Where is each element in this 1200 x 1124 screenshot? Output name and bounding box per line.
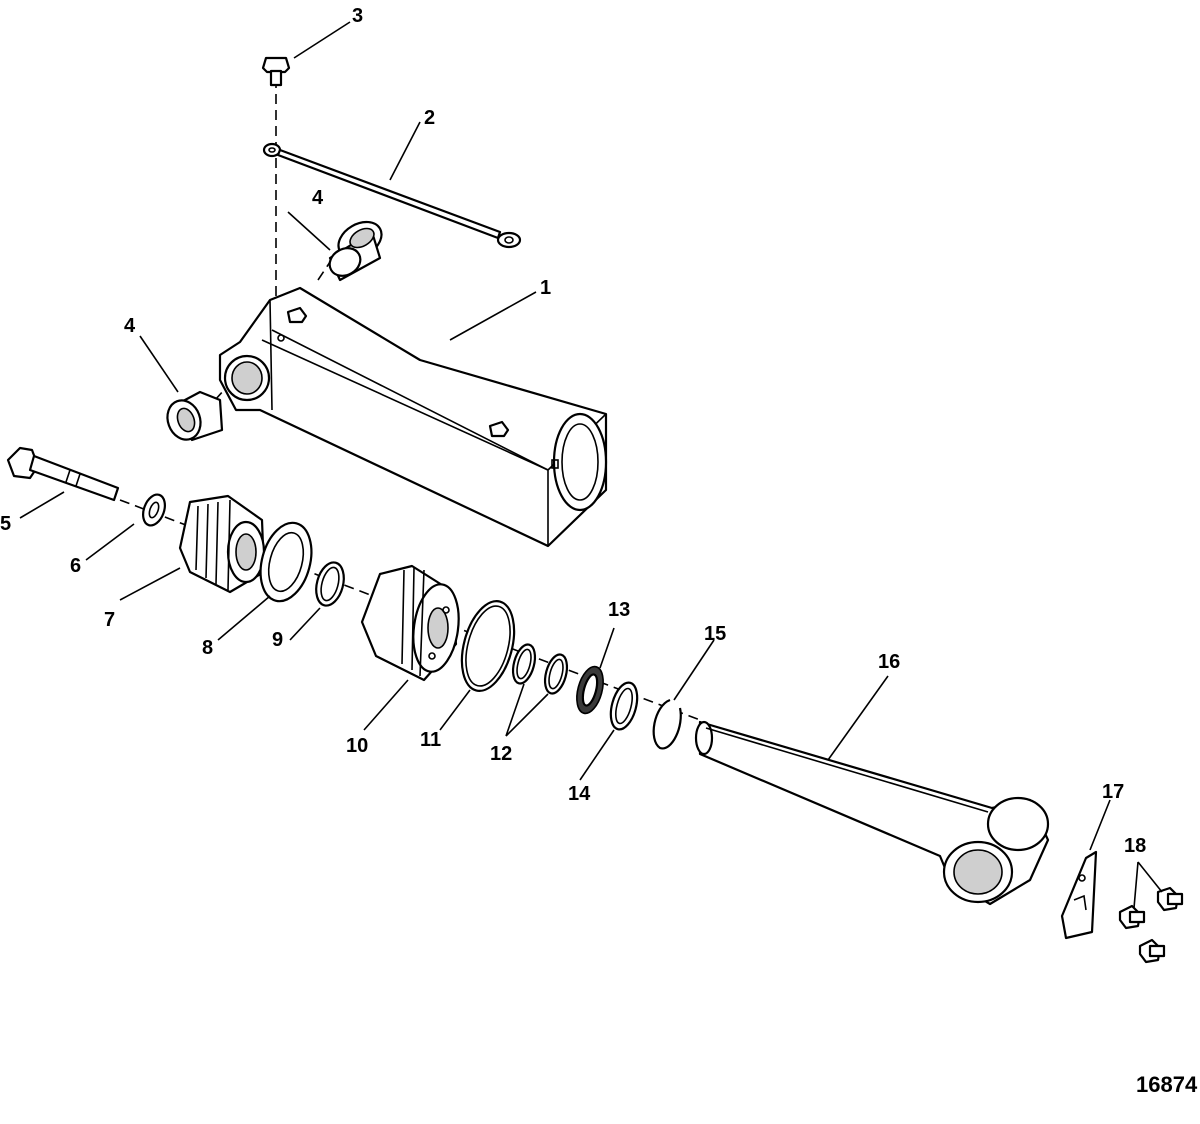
part-1-cylinder-body — [218, 286, 608, 548]
callout-8: 8 — [202, 637, 213, 659]
callout-10: 10 — [346, 735, 368, 757]
callout-1: 1 — [540, 277, 551, 299]
callout-12: 12 — [490, 743, 512, 765]
callout-18: 18 — [1124, 835, 1146, 857]
part-10-piston — [360, 564, 460, 682]
callout-11: 11 — [420, 729, 441, 751]
callout-3: 3 — [352, 5, 363, 27]
part-2-ground-strap — [262, 142, 522, 249]
part-15-snap-ring — [652, 698, 682, 750]
callout-16: 16 — [878, 651, 900, 673]
callout-14: 14 — [568, 783, 591, 805]
callout-15: 15 — [704, 623, 726, 645]
part-4-bushing-left — [166, 390, 224, 442]
part-8-seal-ring — [259, 521, 313, 603]
callout-2: 2 — [424, 107, 435, 129]
callout-5: 5 — [0, 513, 11, 535]
leader-lines — [19, 21, 1163, 909]
part-9-o-ring — [315, 561, 345, 607]
callout-17: 17 — [1102, 781, 1124, 803]
part-7-end-cap — [178, 494, 266, 594]
part-17-plate — [1060, 850, 1098, 940]
part-11-o-ring — [460, 600, 516, 692]
callout-4-left: 4 — [124, 315, 136, 337]
callout-13: 13 — [608, 599, 630, 621]
part-6-washer — [142, 493, 166, 527]
part-16-piston-rod — [694, 720, 1050, 906]
figure-number: 16874 — [1136, 1072, 1198, 1097]
callout-labels: 1 2 3 4 4 5 6 7 8 9 10 11 12 13 14 15 16… — [0, 5, 1146, 857]
part-18-screws — [1118, 886, 1184, 964]
part-12-rings — [511, 643, 569, 695]
part-4-bushing-upper — [328, 220, 383, 282]
callout-9: 9 — [272, 629, 283, 651]
callout-7: 7 — [104, 609, 115, 631]
part-3-bolt — [261, 56, 291, 87]
part-5-bolt — [6, 446, 120, 502]
callout-6: 6 — [70, 555, 81, 577]
part-13-wiper-seal — [576, 665, 604, 715]
callout-4-upper: 4 — [312, 187, 324, 209]
part-14-washer — [609, 681, 639, 731]
